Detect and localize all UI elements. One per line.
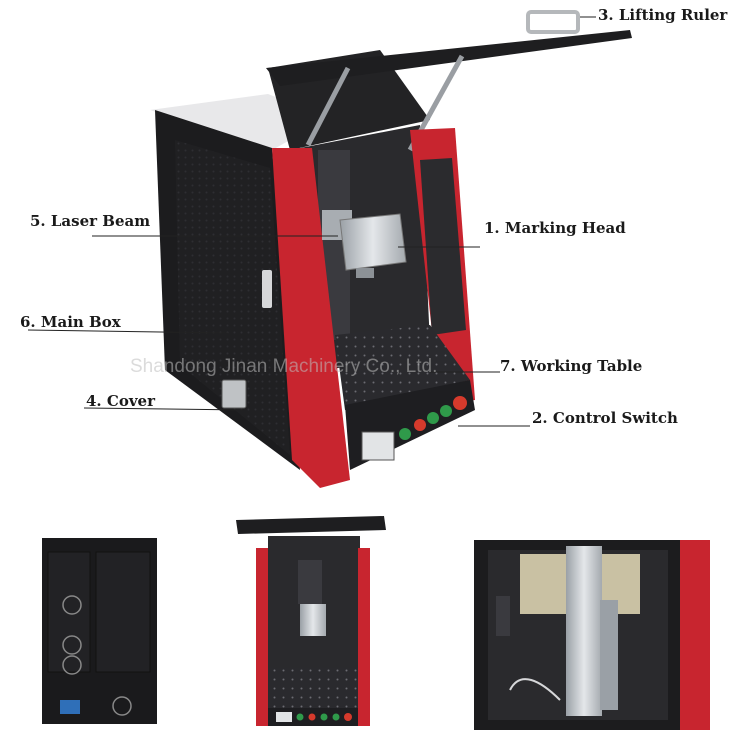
cover-handle — [221, 379, 247, 409]
fan-icon — [112, 696, 132, 716]
side-handle — [262, 270, 272, 308]
label-control-switch: 2. Control Switch — [532, 409, 678, 427]
fan-icon — [62, 635, 82, 655]
marking-head — [339, 213, 407, 271]
fan-icon — [62, 595, 82, 615]
front-view-photo — [236, 516, 386, 726]
red-panel-left — [272, 148, 350, 488]
control-display — [361, 431, 395, 461]
interior-view-photo — [474, 540, 710, 730]
label-main-box: 6. Main Box — [20, 313, 121, 331]
watermark-text: Shandong Jinan Machinery Co., Ltd. — [130, 356, 438, 377]
control-button-1 — [399, 428, 411, 440]
control-button-4 — [440, 405, 452, 417]
rear-view-photo — [42, 538, 157, 724]
label-lifting-ruler: 3. Lifting Ruler — [598, 6, 728, 24]
gas-strut-left — [305, 66, 351, 147]
emergency-stop-button — [453, 396, 467, 410]
leader-lines — [27, 16, 596, 427]
control-button-2 — [414, 419, 426, 431]
lifting-ruler-handle — [526, 10, 580, 34]
label-laser-beam: 5. Laser Beam — [30, 212, 151, 230]
label-marking-head: 1. Marking Head — [484, 219, 626, 237]
working-table — [335, 325, 470, 410]
label-cover: 4. Cover — [86, 392, 155, 410]
control-button-3 — [427, 412, 439, 424]
lid-plate — [266, 30, 632, 86]
label-working-table: 7. Working Table — [500, 357, 643, 375]
fan-icon — [62, 655, 82, 675]
